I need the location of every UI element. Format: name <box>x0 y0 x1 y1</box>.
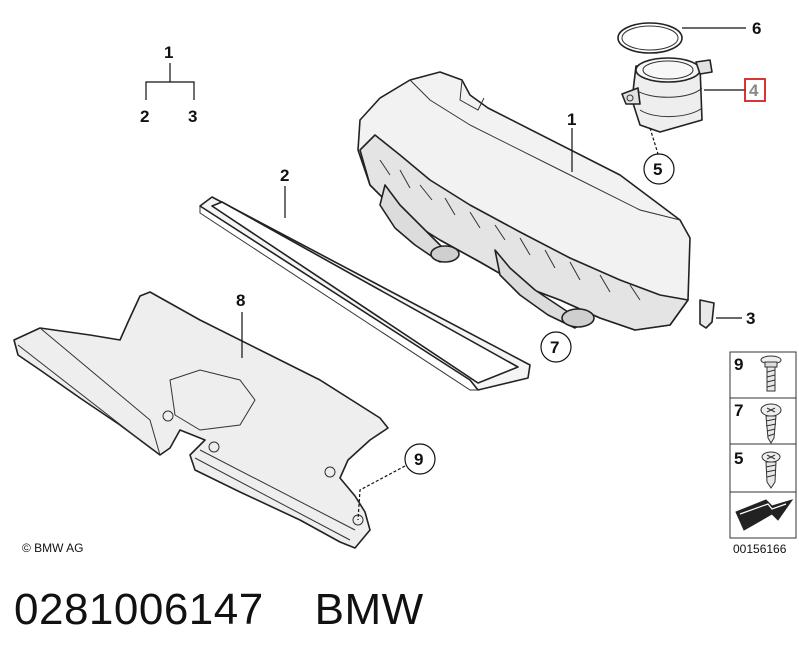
clip-part[interactable]: 3 <box>699 299 755 329</box>
air-filter-housing[interactable]: 1 <box>357 71 691 331</box>
callout-5-group: 5 <box>643 127 675 185</box>
filter-element[interactable]: 2 <box>199 166 531 391</box>
callout-5-screw[interactable]: 5 <box>653 160 662 179</box>
callout-9-group: 9 <box>357 443 436 521</box>
callout-8-cover[interactable]: 8 <box>236 291 245 310</box>
legend-number-7: 7 <box>734 401 743 420</box>
legend-number-5: 5 <box>734 449 743 468</box>
callout-2-filter[interactable]: 2 <box>280 166 289 185</box>
callout-4-sensor[interactable]: 4 <box>749 81 759 100</box>
callout-7-group: 7 <box>540 331 572 363</box>
assembly-tree: 1 2 3 <box>140 43 197 126</box>
screw-7-icon <box>760 403 782 444</box>
screw-9-icon <box>760 355 782 392</box>
cowl-cover[interactable]: 8 <box>13 291 389 549</box>
air-flow-sensor[interactable]: 4 <box>621 57 766 133</box>
screw-5-icon <box>761 451 781 489</box>
fastener-legend: 9 7 5 <box>729 351 797 539</box>
callout-3-clip[interactable]: 3 <box>746 309 755 328</box>
callout-1-tree[interactable]: 1 <box>164 43 173 62</box>
part-number-caption: 0281006147 BMW <box>14 585 424 635</box>
diagram-id: 00156166 <box>733 542 787 556</box>
callout-7-screw[interactable]: 7 <box>550 338 559 357</box>
callout-2-tree[interactable]: 2 <box>140 107 149 126</box>
callout-6-ring[interactable]: 6 <box>752 19 761 38</box>
sealing-ring[interactable]: 6 <box>617 19 761 54</box>
brand-name: BMW <box>314 585 424 634</box>
part-number: 0281006147 <box>14 585 264 634</box>
callout-3-tree[interactable]: 3 <box>188 107 197 126</box>
callout-1-housing[interactable]: 1 <box>567 110 576 129</box>
callout-9-screw[interactable]: 9 <box>414 450 423 469</box>
arrow-icon <box>735 499 794 531</box>
legend-number-9: 9 <box>734 355 743 374</box>
highlight-box <box>744 78 766 102</box>
copyright-notice: © BMW AG <box>22 541 84 555</box>
